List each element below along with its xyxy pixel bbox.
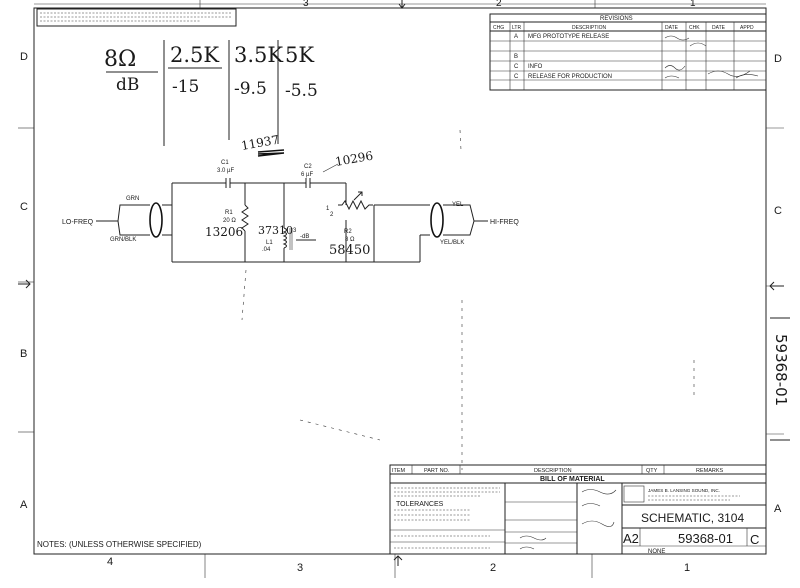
bom-header-remarks: REMARKS xyxy=(696,468,724,474)
hi-freq-label: HI-FREQ xyxy=(490,219,519,226)
c1-value: 3.0 µF xyxy=(217,168,234,174)
rev-row-3-desc: INFO xyxy=(528,64,543,70)
revision-scribbles xyxy=(664,35,759,79)
zone-left-a: A xyxy=(20,499,28,511)
rev-header-date: DATE xyxy=(665,25,679,31)
zone-right-d: D xyxy=(774,53,782,65)
hi-freq-output xyxy=(419,202,488,262)
lo-freq-input xyxy=(96,202,172,238)
tap-3: 3 xyxy=(293,228,297,234)
r2-label: R2 xyxy=(344,229,352,235)
yel-blk-wire-label: YEL/BLK xyxy=(440,240,464,246)
general-notes: NOTES: (UNLESS OTHERWISE SPECIFIED) xyxy=(37,540,202,549)
drawing-title: SCHEMATIC, 3104 xyxy=(641,511,744,525)
zone-bottom-4: 4 xyxy=(107,556,113,568)
db-mark: -dB xyxy=(300,234,309,240)
drawing-number: 59368-01 xyxy=(678,531,733,546)
tap-2: 2 xyxy=(330,212,334,218)
grn-wire-label: GRN xyxy=(126,196,139,202)
rev-header-ltr: LTR xyxy=(512,25,521,31)
proprietary-stamp-box xyxy=(36,8,237,27)
zone-right-c: C xyxy=(774,205,782,217)
l1-label: L1 xyxy=(266,240,273,246)
zone-right-a: A xyxy=(774,503,782,515)
rev-header-appd: APPD xyxy=(740,25,754,31)
lo-freq-label: LO-FREQ xyxy=(62,219,94,226)
bom-header-part-no: PART NO. xyxy=(424,468,450,474)
rev-row-4-desc: RELEASE FOR PRODUCTION xyxy=(528,74,612,80)
hand-row-label-db: dB xyxy=(116,75,139,95)
r1-label: R1 xyxy=(225,210,233,216)
hand-col-1-bottom: -15 xyxy=(172,77,199,97)
rev-row-3-ltr: C xyxy=(514,64,519,70)
hand-col-2-bottom: -9.5 xyxy=(234,79,267,99)
zone-top-3: 3 xyxy=(303,0,309,9)
zone-left-b: B xyxy=(20,348,27,360)
bom-header-item: ITEM xyxy=(392,468,406,474)
company-name: JAMES B. LANSING SOUND, INC. xyxy=(648,488,720,493)
c1-handwritten-value: 11937 xyxy=(240,133,280,153)
rev-header-description: DESCRIPTION xyxy=(572,25,607,31)
revisions-title: REVISIONS xyxy=(600,16,633,22)
c1-label: C1 xyxy=(221,160,229,166)
drawing-scale: NONE xyxy=(648,549,665,555)
zone-bottom-2: 2 xyxy=(490,562,496,574)
grn-blk-wire-label: GRN/BLK xyxy=(110,237,136,243)
c2-label: C2 xyxy=(304,164,312,170)
tap-1: 1 xyxy=(326,206,330,212)
handwritten-attenuation-table: 8Ω dB 2.5K -15 3.5K -9.5 5K -5.5 xyxy=(104,40,318,146)
hand-col-3-bottom: -5.5 xyxy=(285,81,318,101)
zone-labels: 3 2 1 4 3 2 1 D C B A D C A xyxy=(20,0,782,574)
r1-handwritten-value: 13206 xyxy=(205,225,243,239)
l1-value: .04 xyxy=(262,247,271,253)
crossover-schematic: C1 3.0 µF 11937 C2 6 µF 10296 R1 20 Ω 13… xyxy=(62,133,519,263)
yel-wire-label: YEL xyxy=(452,202,464,208)
l1-handwritten-value: 37310 xyxy=(258,224,293,237)
bom-tolerances: TOLERANCES xyxy=(396,501,444,508)
rev-row-4-ltr: C xyxy=(514,74,519,80)
rev-row-2-ltr: B xyxy=(514,54,518,60)
c2-handwritten-value: 10296 xyxy=(334,149,374,169)
zone-left-d: D xyxy=(20,51,28,63)
revisions-block: REVISIONS CHG LTR DESCRIPTION DATE CHK D… xyxy=(489,13,767,91)
zone-left-c: C xyxy=(20,201,28,213)
hand-col-2-top: 3.5K xyxy=(234,43,283,67)
r2-value: 8 Ω xyxy=(345,237,355,243)
rev-row-1-ltr: A xyxy=(514,34,518,40)
zone-bottom-1: 1 xyxy=(684,562,690,574)
zone-bottom-3: 3 xyxy=(297,562,303,574)
drawing-rev: C xyxy=(750,532,759,547)
zone-top-1: 1 xyxy=(690,0,696,9)
rev-header-date2: DATE xyxy=(712,25,726,31)
bom-header-description: DESCRIPTION xyxy=(534,468,572,474)
zone-top-2: 2 xyxy=(496,0,502,9)
r2-handwritten-value: 58450 xyxy=(329,243,370,258)
stray-marks xyxy=(241,129,695,470)
hand-col-3-top: 5K xyxy=(285,43,314,67)
r1-value: 20 Ω xyxy=(223,218,236,224)
rev-header-chg: CHG xyxy=(493,25,504,31)
c2-value: 6 µF xyxy=(301,172,313,178)
rev-header-chk: CHK xyxy=(689,25,700,31)
hand-row-label-ohms: 8Ω xyxy=(104,47,136,72)
bom-title: BILL OF MATERIAL xyxy=(540,476,605,483)
drawing-size: A2 xyxy=(623,531,639,546)
bill-of-material-block: ITEM PART NO. DESCRIPTION QTY REMARKS BI… xyxy=(389,464,767,555)
approval-scribbles xyxy=(519,489,617,550)
side-number: 59368-01 xyxy=(772,334,790,406)
rev-row-1-desc: MFG PROTOTYPE RELEASE xyxy=(528,34,609,40)
hand-col-1-top: 2.5K xyxy=(170,43,219,67)
side-drawing-number: 59368-01 xyxy=(770,317,790,441)
bom-header-qty: QTY xyxy=(646,468,658,474)
